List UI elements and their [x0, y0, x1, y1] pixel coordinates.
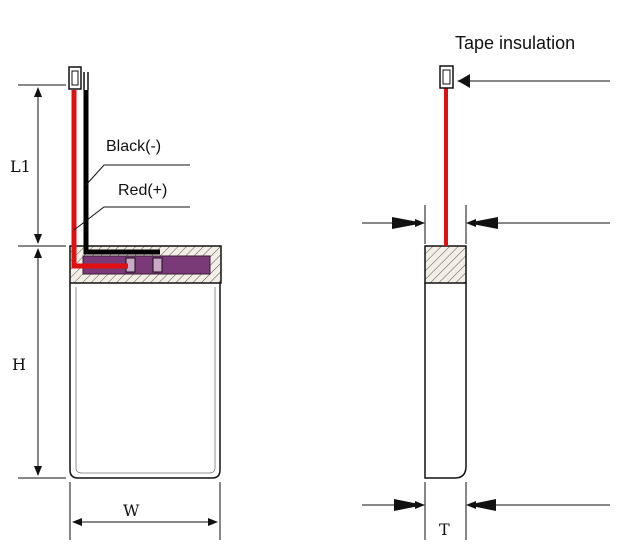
black-wire-label: Black(-): [106, 138, 162, 155]
pcm-pad-right: [152, 257, 163, 273]
dimension-l1-label: L1: [10, 157, 31, 176]
black-wire-leader: [85, 164, 190, 186]
dimension-top-thickness: [362, 205, 610, 244]
dimension-t: [362, 482, 610, 540]
connector: [68, 66, 82, 90]
side-view: [362, 65, 610, 540]
dimension-h: [18, 248, 66, 479]
dimension-t-label: T: [439, 520, 450, 539]
black-wire: [83, 90, 160, 255]
tape-insulation-label: Tape insulation: [455, 33, 576, 53]
red-wire: [71, 90, 128, 269]
red-wire-label: Red(+): [118, 182, 168, 199]
dimension-w-label: W: [123, 501, 140, 520]
front-view: [18, 66, 222, 540]
side-body: [424, 283, 467, 479]
side-hatch: [424, 245, 467, 284]
dimension-w: [69, 482, 221, 540]
red-wire-leader: [73, 206, 190, 231]
tape-insulation-block: [439, 65, 454, 89]
dimension-l1: [18, 84, 66, 247]
battery-body: [69, 283, 221, 479]
dimension-h-label: H: [12, 355, 26, 374]
